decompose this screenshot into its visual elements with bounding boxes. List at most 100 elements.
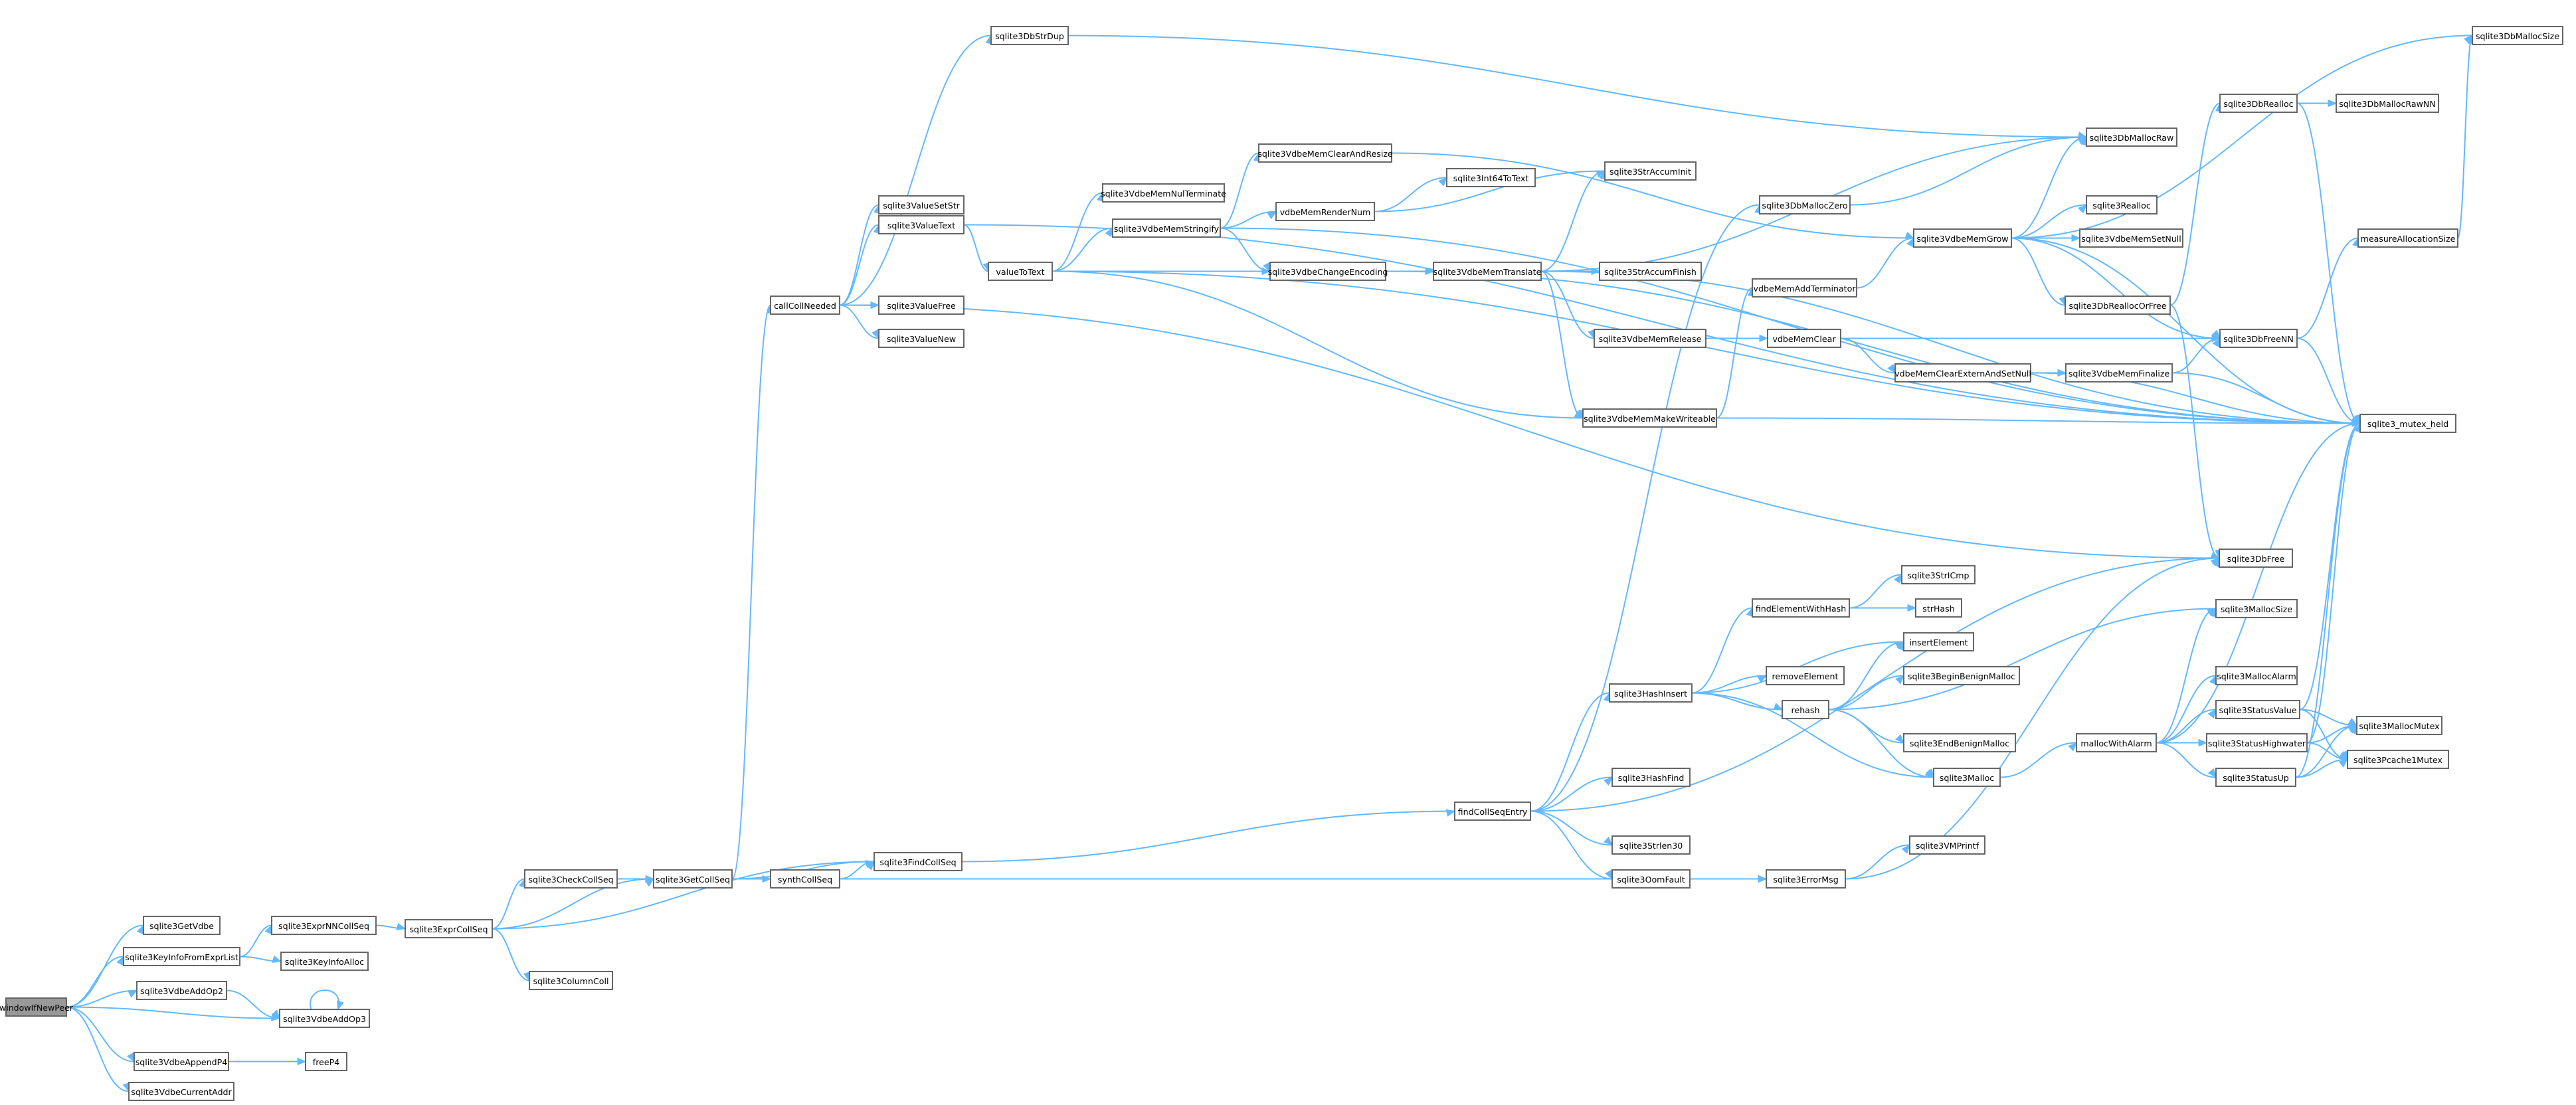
- node-sqlite3-vdbe-change-encoding[interactable]: sqlite3VdbeChangeEncoding: [1268, 262, 1388, 281]
- node-sqlite3-status-up[interactable]: sqlite3StatusUp: [2215, 768, 2296, 787]
- node-sqlite3-db-malloc-zero[interactable]: sqlite3DbMallocZero: [1759, 195, 1851, 214]
- node-box[interactable]: [524, 869, 618, 889]
- node-box[interactable]: [1611, 768, 1691, 787]
- node-box[interactable]: [878, 329, 965, 348]
- node-box[interactable]: [1766, 666, 1845, 685]
- node-box[interactable]: [2219, 329, 2298, 348]
- node-sqlite3-db-realloc-or-free[interactable]: sqlite3DbReallocOrFree: [2065, 296, 2171, 315]
- node-find-coll-seq-entry[interactable]: findCollSeqEntry: [1454, 802, 1531, 821]
- node-sqlite3-vdbe-add-op2[interactable]: sqlite3VdbeAddOp2: [136, 981, 227, 1000]
- node-box[interactable]: [1604, 161, 1697, 181]
- node-sqlite3-check-coll-seq[interactable]: sqlite3CheckCollSeq: [524, 869, 618, 889]
- node-sqlite3-pcache1-mutex[interactable]: sqlite3Pcache1Mutex: [2347, 750, 2449, 769]
- node-sqlite3-key-info-alloc[interactable]: sqlite3KeyInfoAlloc: [280, 952, 369, 971]
- node-box[interactable]: [878, 195, 965, 214]
- node-box[interactable]: [1766, 869, 1846, 889]
- node-box[interactable]: [1759, 195, 1851, 214]
- node-sqlite3-vdbe-mem-translate[interactable]: sqlite3VdbeMemTranslate: [1433, 262, 1542, 281]
- node-box[interactable]: [874, 852, 963, 871]
- node-vdbe-mem-clear-extern-and-set-null[interactable]: vdbeMemClearExternAndSetNull: [1894, 363, 2031, 382]
- node-measure-allocation-size[interactable]: measureAllocationSize: [2357, 228, 2458, 248]
- node-box[interactable]: [2336, 94, 2439, 113]
- node-sqlite3-malloc-size[interactable]: sqlite3MallocSize: [2215, 599, 2298, 618]
- node-box[interactable]: [1269, 262, 1386, 281]
- node-box[interactable]: [1594, 329, 1706, 348]
- node-box[interactable]: [1611, 869, 1691, 889]
- node-sqlite3-vdbe-mem-release[interactable]: sqlite3VdbeMemRelease: [1594, 329, 1706, 348]
- node-box[interactable]: [1433, 262, 1542, 281]
- node-window-if-new-peer[interactable]: windowIfNewPeer: [0, 997, 74, 1017]
- node-box[interactable]: [1903, 733, 2016, 752]
- node-sqlite3-status-highwater[interactable]: sqlite3StatusHighwater: [2206, 733, 2308, 752]
- node-sqlite3-hash-insert[interactable]: sqlite3HashInsert: [1609, 683, 1693, 703]
- node-vdbe-mem-render-num[interactable]: vdbeMemRenderNum: [1275, 202, 1375, 221]
- node-box[interactable]: [990, 26, 1069, 45]
- node-box[interactable]: [1782, 700, 1829, 719]
- node-box[interactable]: [271, 916, 377, 935]
- node-sqlite3-error-msg[interactable]: sqlite3ErrorMsg: [1766, 869, 1846, 889]
- node-sqlite3-str-accum-finish[interactable]: sqlite3StrAccumFinish: [1599, 262, 1702, 281]
- node-sqlite3-hash-find[interactable]: sqlite3HashFind: [1611, 768, 1691, 787]
- node-box[interactable]: [279, 1009, 370, 1028]
- node-box[interactable]: [136, 981, 227, 1000]
- node-box[interactable]: [1752, 598, 1850, 618]
- node-insert-element[interactable]: insertElement: [1903, 632, 1974, 651]
- node-box[interactable]: [2086, 128, 2177, 147]
- node-box[interactable]: [2347, 750, 2449, 769]
- node-sqlite3-value-text[interactable]: sqlite3ValueText: [878, 215, 965, 234]
- node-box[interactable]: [1258, 143, 1392, 163]
- node-sqlite3-end-benign-malloc[interactable]: sqlite3EndBenignMalloc: [1903, 733, 2016, 752]
- node-box[interactable]: [1909, 835, 1985, 855]
- node-box[interactable]: [134, 1052, 229, 1071]
- node-value-to-text[interactable]: valueToText: [988, 262, 1053, 281]
- node-sqlite3-vmprintf[interactable]: sqlite3VMPrintf: [1909, 835, 1985, 855]
- node-sqlite3-vdbe-add-op3[interactable]: sqlite3VdbeAddOp3: [279, 1009, 370, 1028]
- node-sqlite3-db-malloc-raw-nn[interactable]: sqlite3DbMallocRawNN: [2336, 94, 2439, 113]
- node-sqlite3-malloc-mutex[interactable]: sqlite3MallocMutex: [2356, 716, 2442, 735]
- node-sqlite3-expr-coll-seq[interactable]: sqlite3ExprCollSeq: [405, 919, 493, 938]
- node-box[interactable]: [1599, 262, 1702, 281]
- node-box[interactable]: [2359, 414, 2456, 433]
- node-box[interactable]: [1913, 228, 2012, 248]
- node-sqlite3-vdbe-mem-set-null[interactable]: sqlite3VdbeMemSetNull: [2079, 228, 2183, 248]
- node-box[interactable]: [2086, 195, 2158, 214]
- node-sqlite3-column-coll[interactable]: sqlite3ColumnColl: [529, 971, 613, 990]
- node-box[interactable]: [1903, 632, 1974, 651]
- node-box[interactable]: [2076, 733, 2157, 752]
- node-box[interactable]: [1454, 802, 1531, 821]
- node-box[interactable]: [2215, 599, 2298, 618]
- node-sqlite3-vdbe-mem-finalize[interactable]: sqlite3VdbeMemFinalize: [2065, 363, 2173, 382]
- node-box[interactable]: [2472, 26, 2563, 45]
- node-rehash[interactable]: rehash: [1782, 700, 1829, 719]
- node-box[interactable]: [2215, 768, 2296, 787]
- node-sqlite3-db-malloc-raw[interactable]: sqlite3DbMallocRaw: [2086, 128, 2177, 147]
- node-box[interactable]: [1609, 683, 1693, 703]
- node-sqlite3-strlen30[interactable]: sqlite3Strlen30: [1611, 835, 1691, 855]
- node-box[interactable]: [1582, 408, 1717, 428]
- node-box[interactable]: [2215, 700, 2300, 719]
- node-malloc-with-alarm[interactable]: mallocWithAlarm: [2076, 733, 2157, 752]
- node-call-coll-needed[interactable]: callCollNeeded: [770, 296, 840, 315]
- node-sqlite3-malloc-alarm[interactable]: sqlite3MallocAlarm: [2215, 666, 2298, 685]
- node-box[interactable]: [2206, 733, 2308, 752]
- node-sqlite3-value-set-str[interactable]: sqlite3ValueSetStr: [878, 195, 965, 214]
- node-sqlite3-vdbe-append-p4[interactable]: sqlite3VdbeAppendP4: [134, 1052, 229, 1071]
- node-box[interactable]: [988, 262, 1053, 281]
- node-box[interactable]: [305, 1052, 347, 1071]
- node-box[interactable]: [123, 947, 240, 966]
- node-box[interactable]: [2219, 549, 2293, 568]
- node-box[interactable]: [2065, 363, 2173, 382]
- node-box[interactable]: [2215, 666, 2298, 685]
- node-box[interactable]: [1611, 835, 1691, 855]
- node-box[interactable]: [770, 869, 840, 889]
- node-box[interactable]: [2356, 716, 2442, 735]
- node-box[interactable]: [2357, 228, 2458, 248]
- node-free-p4[interactable]: freeP4: [305, 1052, 347, 1071]
- node-box[interactable]: [405, 919, 493, 938]
- node-sqlite3-vdbe-mem-stringify[interactable]: sqlite3VdbeMemStringify: [1112, 218, 1221, 238]
- node-box[interactable]: [529, 971, 613, 990]
- node-box[interactable]: [1275, 202, 1375, 221]
- node-vdbe-mem-add-terminator[interactable]: vdbeMemAddTerminator: [1752, 278, 1857, 298]
- node-sqlite3-expr-nncoll-seq[interactable]: sqlite3ExprNNCollSeq: [271, 916, 377, 935]
- node-box[interactable]: [1102, 183, 1225, 203]
